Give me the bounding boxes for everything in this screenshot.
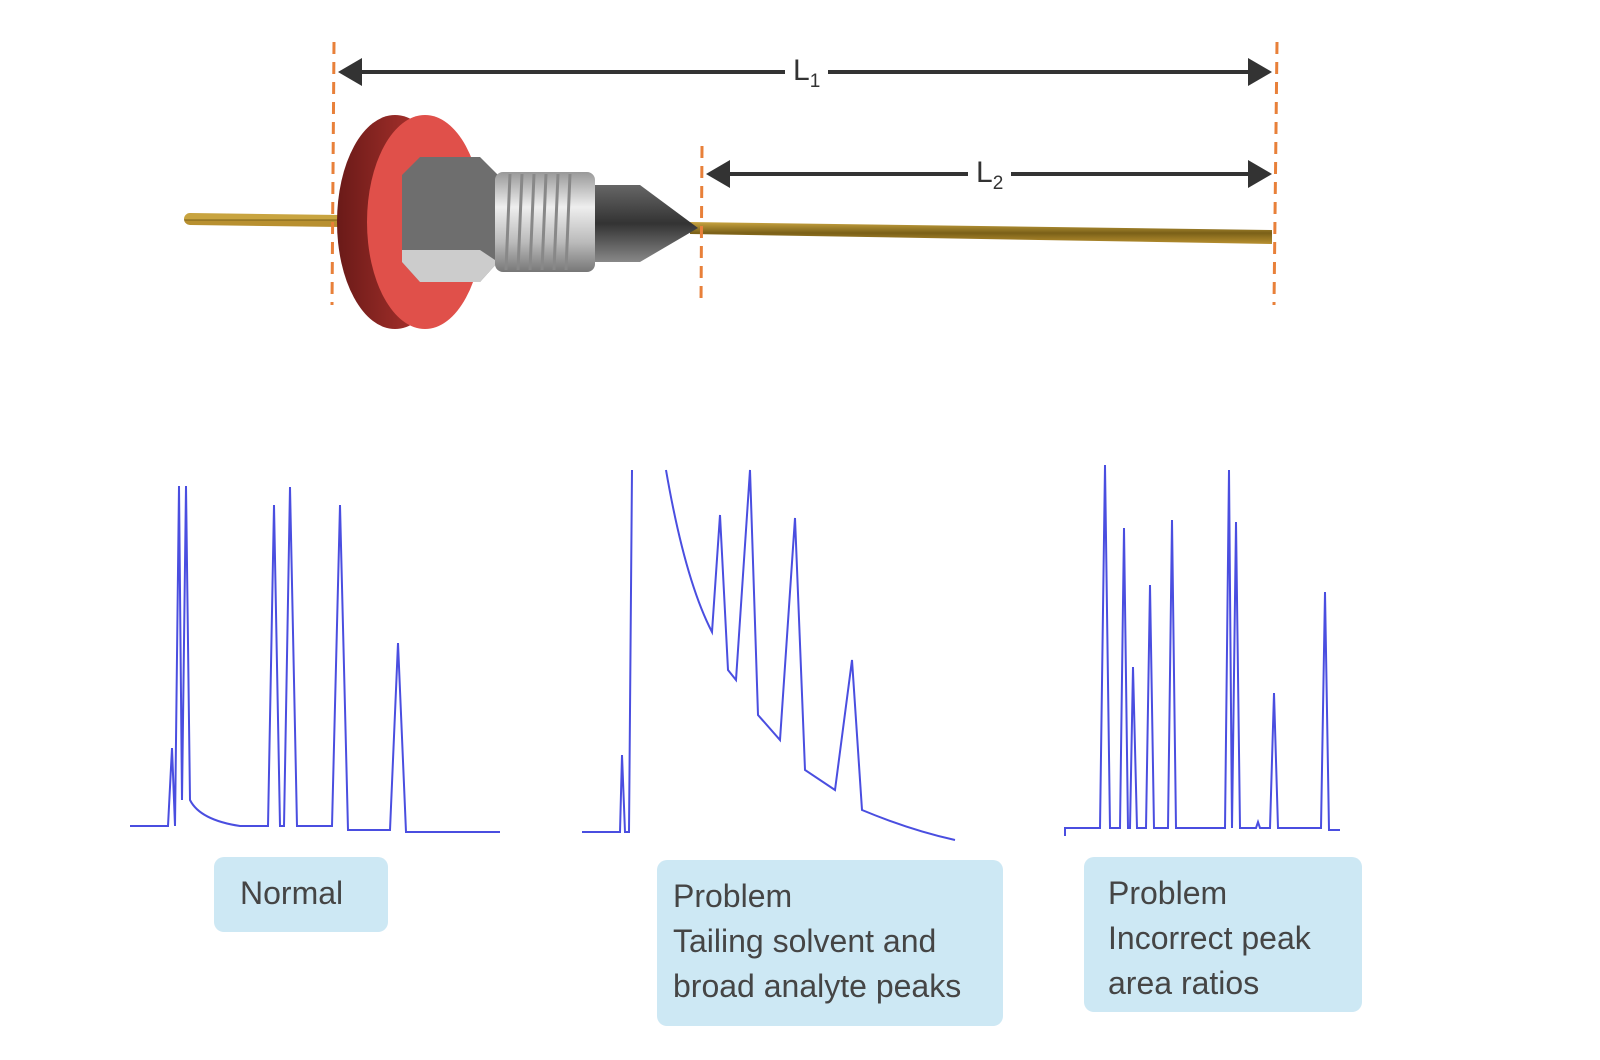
l1-letter: L bbox=[793, 54, 810, 87]
l2-label: L2 bbox=[968, 156, 1012, 195]
caption-line: Problem bbox=[673, 878, 793, 914]
column-nut bbox=[402, 157, 698, 282]
chromatogram-normal bbox=[130, 485, 500, 833]
tailing-problem-caption: Problem Tailing solvent and broad analyt… bbox=[657, 860, 1003, 1026]
l2-subscript: 2 bbox=[992, 173, 1004, 194]
normal-caption: Normal bbox=[214, 857, 388, 932]
caption-line: area ratios bbox=[1108, 965, 1260, 1001]
l1-label: L1 bbox=[785, 54, 829, 93]
chromatogram-incorrect-ratios bbox=[1064, 464, 1340, 836]
caption-line: Incorrect peak bbox=[1108, 920, 1311, 956]
l1-subscript: 1 bbox=[809, 71, 821, 92]
capillary-column bbox=[184, 213, 1272, 244]
caption-line: Problem bbox=[1108, 875, 1228, 911]
l2-letter: L bbox=[976, 156, 993, 189]
caption-line: broad analyte peaks bbox=[673, 968, 962, 1004]
caption-line: Tailing solvent and bbox=[673, 923, 937, 959]
ratio-problem-caption: Problem Incorrect peak area ratios bbox=[1084, 857, 1362, 1012]
chromatogram-tailing bbox=[582, 469, 956, 841]
reference-guides bbox=[330, 41, 1279, 306]
caption-line: Normal bbox=[240, 875, 344, 911]
